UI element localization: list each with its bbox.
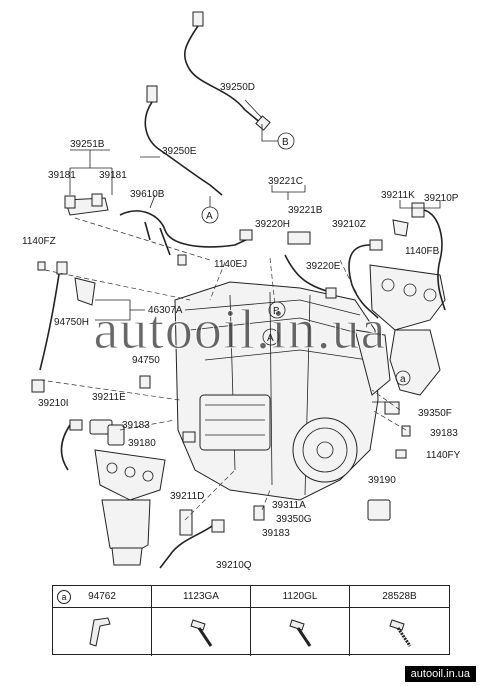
sensor-wires [31,11,446,569]
callout-a-engine: A [262,328,280,346]
label-39180: 39180 [128,438,156,449]
table-header-cell: 1120GL [251,586,350,608]
label-39250E: 39250E [162,146,197,157]
part-labels: 39250D 39250E 39251B 39181 39181 39610B … [22,82,461,571]
table-header-1: 94762 [88,591,116,602]
reference-lines [39,217,407,521]
table-part-cell [251,608,350,656]
label-39251B: 39251B [70,139,105,150]
label-46307A: 46307A [148,305,183,316]
label-39210I: 39210I [38,398,69,409]
label-39211D: 39211D [170,491,204,502]
label-39610B: 39610B [130,189,165,200]
label-39221C: 39221C [268,176,303,187]
svg-text:B: B [282,137,289,148]
clip-icon [89,617,111,647]
label-1140FZ: 1140FZ [22,236,56,247]
table-header-cell: a 94762 [53,586,152,608]
svg-text:A: A [267,333,274,344]
bolt-icon [190,619,213,647]
table-part-cell [53,608,152,656]
label-39210Z: 39210Z [332,219,366,230]
label-39183-b: 39183 [430,428,458,439]
label-39311A: 39311A [272,500,306,511]
callout-b-engine: B [268,301,286,319]
label-39220E: 39220E [306,261,341,272]
table-header-4: 28528B [382,591,417,602]
label-39350F: 39350F [418,408,452,419]
label-94750H: 94750H [54,317,89,328]
label-94750: 94750 [132,355,160,366]
label-1140FB: 1140FB [405,246,440,257]
callout-a-upper: A [201,196,219,224]
table-header-cell: 1123GA [152,586,251,608]
left-catalytic-converter [89,419,166,566]
site-badge: autooil.in.ua [404,666,476,682]
label-39211K: 39211K [381,190,415,201]
svg-text:B: B [273,306,280,317]
label-39221B: 39221B [288,205,323,216]
bolt-icon [289,619,312,647]
label-39220H: 39220H [255,219,290,230]
label-39210Q: 39210Q [216,560,252,571]
callout-b: B [261,124,295,150]
table-marker: a [57,590,71,604]
stud-icon [388,619,411,647]
table-header-3: 1120GL [282,591,318,602]
right-exhaust-manifold [369,264,446,396]
label-39183-a: 39183 [122,420,150,431]
svg-text:A: A [206,211,213,222]
table-header-2: 1123GA [183,591,219,602]
parts-table: a 94762 1123GA 1120GL 28528B [52,585,450,656]
leader-lines [69,99,441,403]
label-1140EJ: 1140EJ [214,259,247,270]
label-39181-a: 39181 [48,170,76,181]
label-39250D: 39250D [220,82,255,93]
label-39183-c: 39183 [262,528,290,539]
label-39181-b: 39181 [99,170,127,181]
label-1140FY: 1140FY [426,450,461,461]
table-header-cell: 28528B [350,586,449,608]
table-part-cell [350,608,449,656]
label-39350G: 39350G [276,514,312,525]
label-39211E: 39211E [92,392,126,403]
callout-a-small: a [395,370,411,386]
label-39190: 39190 [368,475,396,486]
table-part-cell [152,608,251,656]
engine-assembly [174,281,391,501]
svg-text:a: a [400,374,406,385]
label-39210P: 39210P [424,193,459,204]
